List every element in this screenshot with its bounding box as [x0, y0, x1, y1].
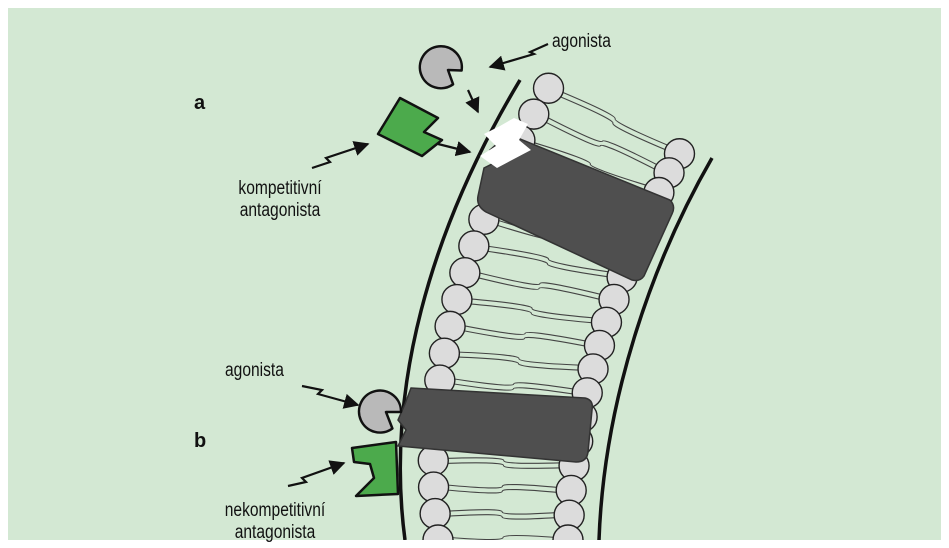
- arrow-competitive-label: [312, 144, 368, 168]
- panel-b-label: b: [194, 430, 206, 453]
- outer-head: [450, 258, 480, 288]
- competitive-antagonist-ligand: [378, 98, 442, 156]
- arrow-agonist-label-b: [302, 386, 358, 405]
- lipid-tail: [469, 299, 595, 318]
- outer-head: [435, 311, 465, 341]
- agonist-b-label: agonista: [225, 360, 284, 382]
- panel-a-label: a: [194, 92, 205, 115]
- lipid-tail: [450, 541, 556, 545]
- outer-head: [420, 499, 450, 529]
- outer-head: [534, 73, 564, 103]
- agonist-a-ligand: [420, 46, 462, 88]
- outer-head: [419, 472, 449, 502]
- lipid-tail: [447, 510, 557, 514]
- arrow-noncompetitive-label: [288, 463, 344, 486]
- noncompetitive-label-line2: antagonista: [209, 522, 340, 544]
- lipid-tail: [468, 304, 594, 323]
- lipid-tail: [462, 330, 588, 346]
- noncompetitive-label-line1: nekompetitivní: [209, 500, 340, 522]
- outer-head: [423, 525, 453, 548]
- arrow-agonist-to-site: [468, 90, 478, 112]
- lipid-tail: [445, 490, 559, 493]
- lipid-tail: [456, 357, 581, 370]
- noncompetitive-antagonist-label: nekompetitivní antagonista: [209, 500, 340, 544]
- lipid-tail: [462, 325, 588, 341]
- competitive-label-line1: kompetitivní: [214, 178, 345, 200]
- noncompetitive-antagonist-ligand: [352, 442, 398, 496]
- lipid-tail: [476, 277, 602, 300]
- arrow-agonist-label-a: [490, 44, 548, 67]
- lipid-tail: [558, 96, 667, 151]
- outer-head: [442, 285, 472, 315]
- lipid-tail: [452, 379, 576, 390]
- agonist-b-ligand: [359, 391, 401, 433]
- agonist-a-label: agonista: [552, 31, 611, 53]
- inner-head: [553, 525, 583, 548]
- lipid-tail: [477, 272, 603, 295]
- arrow-antagonist-to-site: [438, 144, 470, 152]
- lipid-tail: [447, 515, 557, 519]
- lipid-tail: [457, 352, 582, 365]
- outer-head: [429, 338, 459, 368]
- competitive-label-line2: antagonista: [214, 200, 345, 222]
- competitive-antagonist-label: kompetitivní antagonista: [214, 178, 345, 222]
- lipid-tail: [446, 485, 560, 488]
- lipid-tail: [450, 536, 556, 540]
- outer-head: [459, 231, 489, 261]
